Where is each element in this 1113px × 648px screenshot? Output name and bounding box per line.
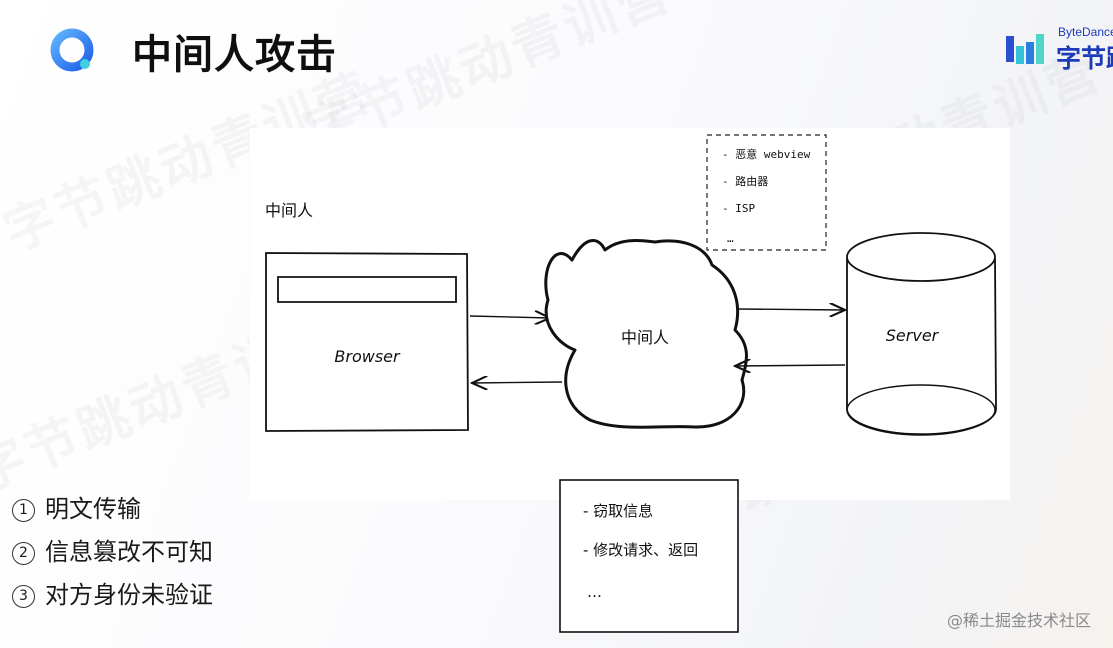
browser-window: Browser	[265, 252, 469, 432]
actions-item: - 修改请求、返回	[583, 541, 698, 559]
product-logo-ring-icon	[50, 28, 94, 72]
attacker-examples-box: - 恶意 webview - 路由器 - ISP …	[706, 134, 827, 251]
server-label: Server	[886, 326, 940, 345]
mitm-label: 中间人	[265, 201, 313, 220]
point-item: 3 对方身份未验证	[12, 575, 213, 610]
brand-name-cn: 字节跳动	[1056, 44, 1113, 72]
source-credit: @稀土掘金技术社区	[946, 611, 1091, 630]
mitm-cloud	[544, 238, 748, 429]
examples-item: …	[727, 232, 734, 245]
arrow-mitm-to-browser	[472, 382, 563, 383]
point-item: 1 明文传输	[12, 489, 141, 524]
arrow-browser-to-mitm	[469, 316, 550, 318]
point-text: 明文传输	[45, 495, 141, 523]
point-number: 1	[12, 499, 35, 522]
point-text: 对方身份未验证	[45, 581, 213, 609]
brand-logo: ByteDance 字节跳动	[1004, 26, 1113, 72]
actions-item: …	[587, 583, 602, 601]
attack-actions-box: - 窃取信息 - 修改请求、返回 …	[559, 479, 739, 633]
examples-item: - 恶意 webview	[722, 147, 811, 161]
arrow-server-to-mitm	[735, 365, 846, 366]
point-number: 2	[12, 542, 35, 565]
arrow-mitm-to-server	[736, 309, 845, 310]
server-cylinder: Server	[846, 232, 997, 436]
brand-name-en: ByteDance	[1058, 26, 1113, 39]
examples-item: - 路由器	[722, 174, 768, 188]
point-number: 3	[12, 585, 35, 608]
browser-address-bar	[277, 276, 457, 303]
point-item: 2 信息篡改不可知	[12, 532, 213, 567]
browser-label: Browser	[334, 347, 401, 366]
cloud-label: 中间人	[621, 328, 669, 347]
page-title: 中间人攻击	[132, 32, 337, 78]
examples-item: - ISP	[722, 202, 755, 215]
actions-item: - 窃取信息	[583, 502, 653, 520]
bytedance-bars-icon	[1006, 34, 1044, 64]
point-text: 信息篡改不可知	[45, 538, 213, 566]
